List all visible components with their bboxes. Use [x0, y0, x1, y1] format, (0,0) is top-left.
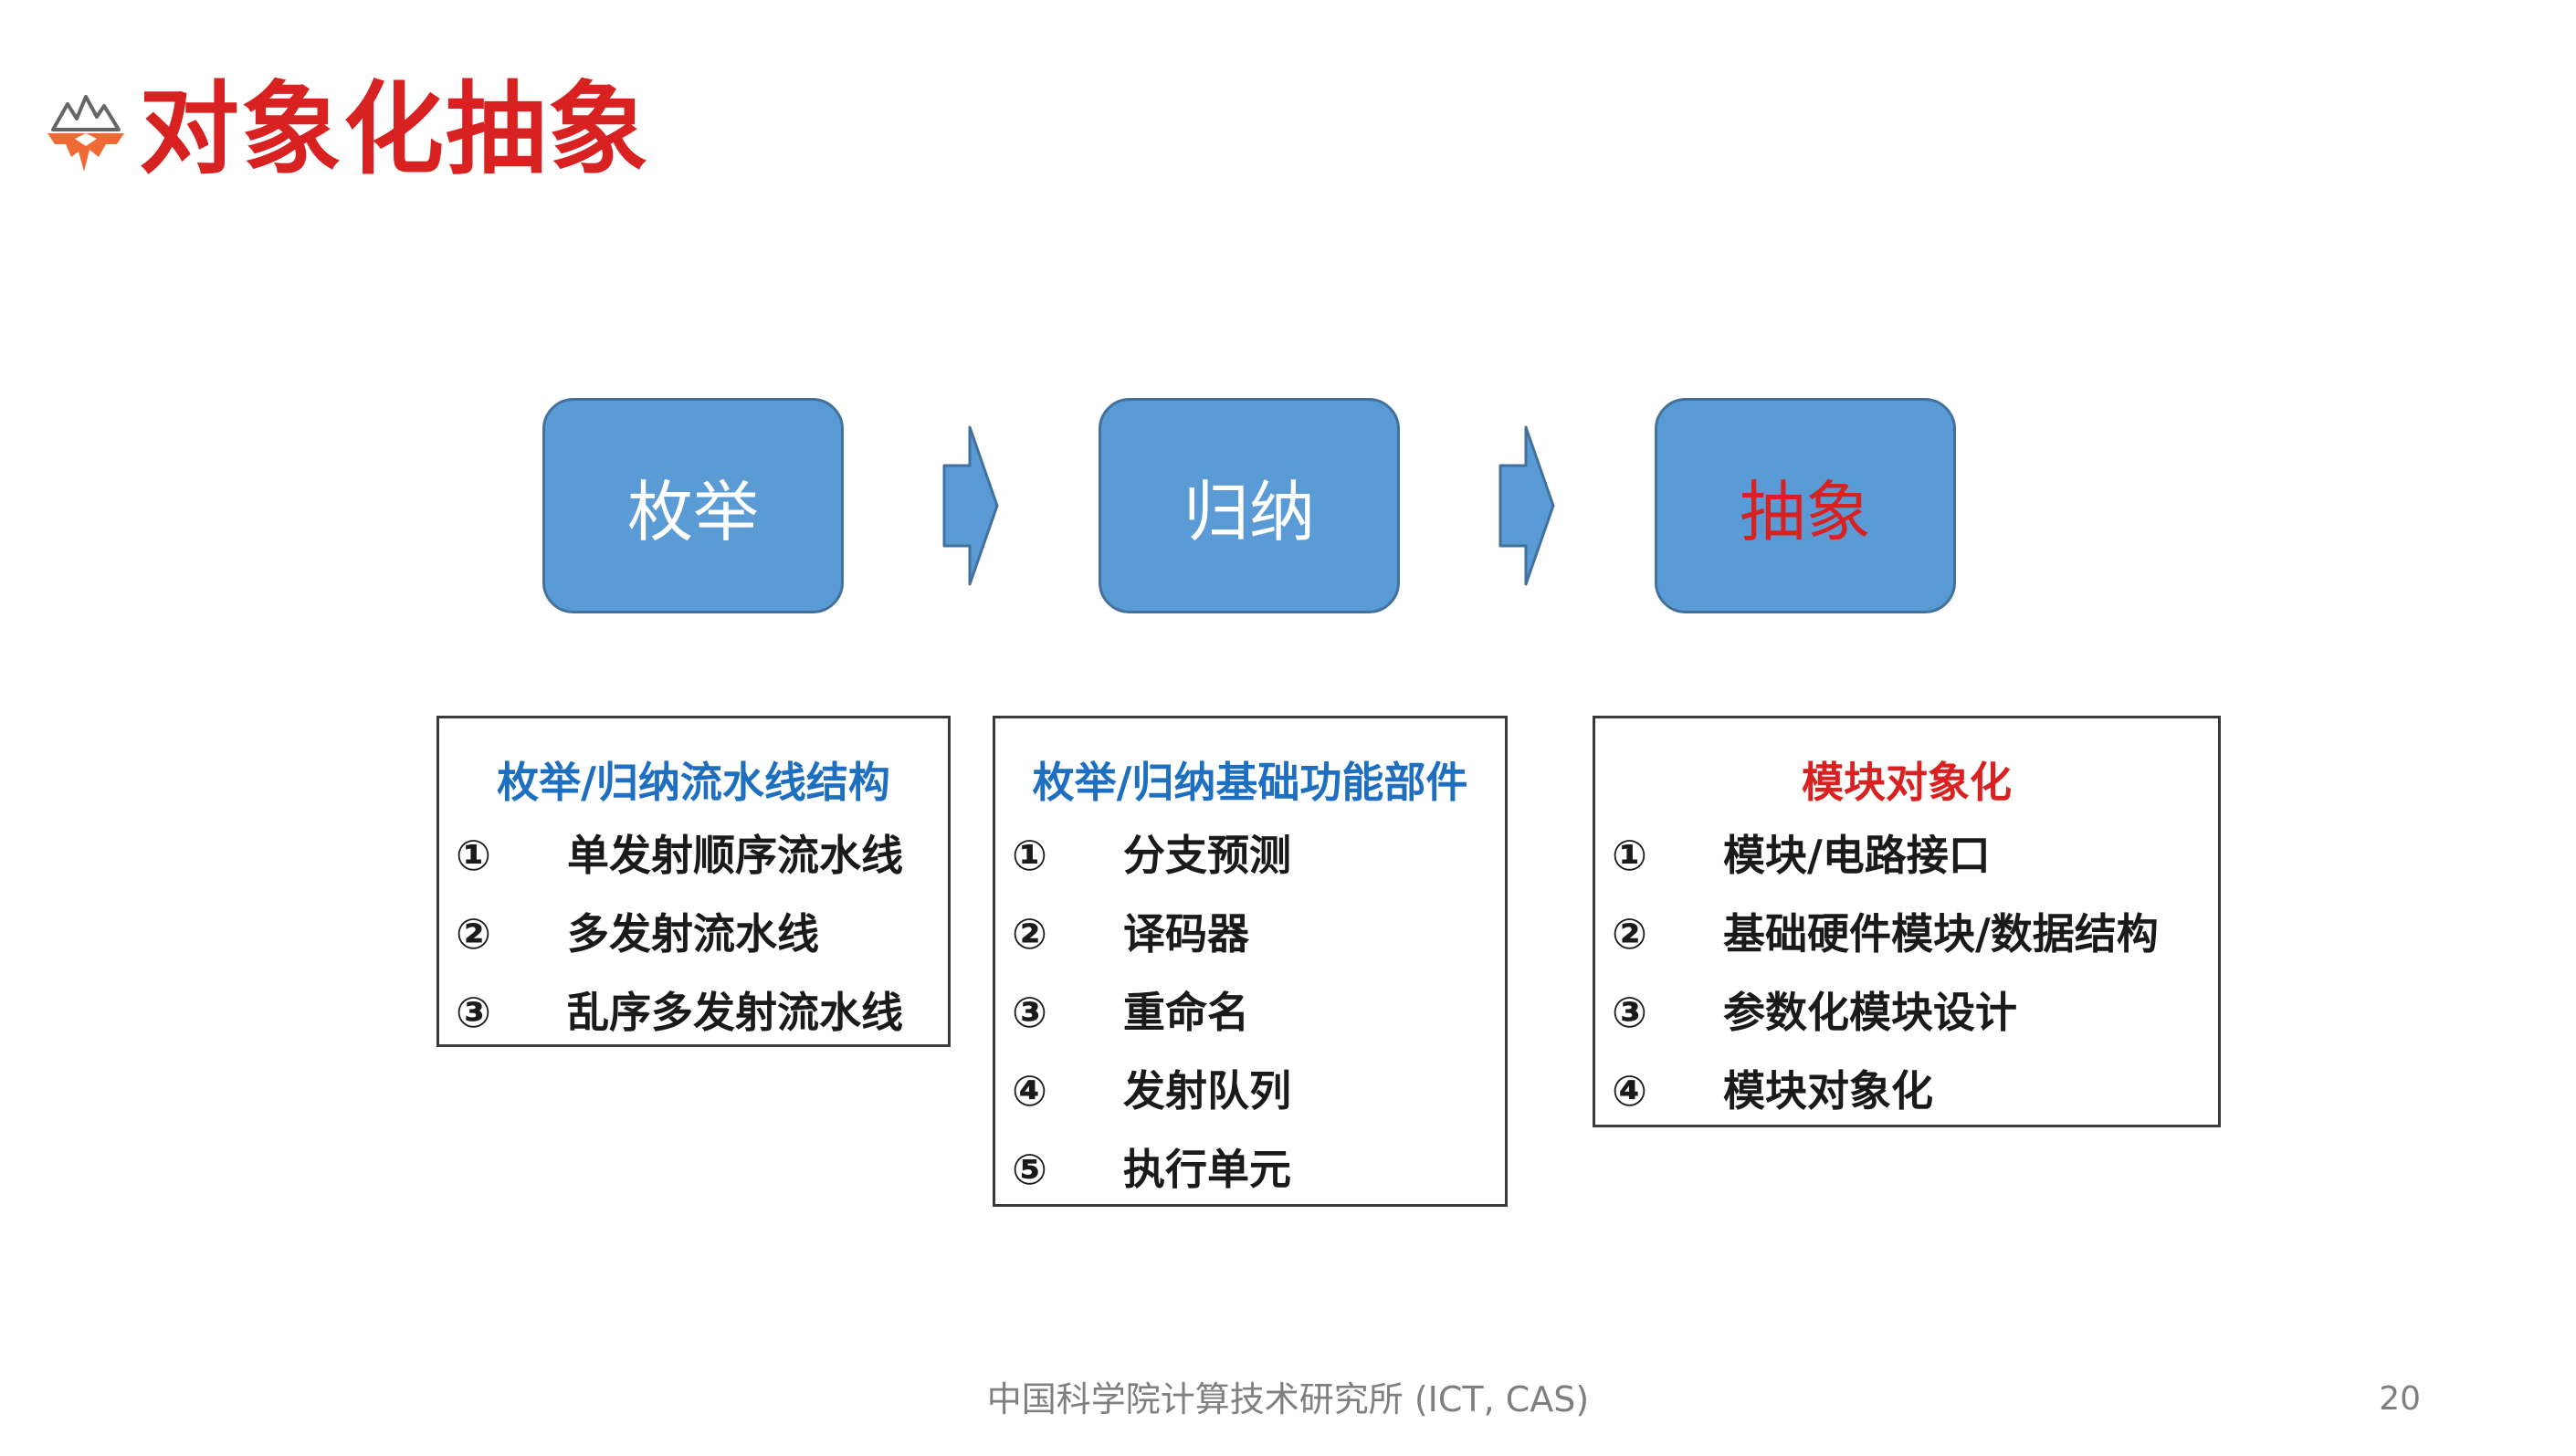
- detail-heading: 枚举/归纳基础功能部件: [1032, 758, 1468, 807]
- page-number: 20: [2379, 1380, 2421, 1418]
- item-text: 执行单元: [1123, 1145, 1291, 1194]
- item-text: 参数化模块设计: [1723, 988, 2017, 1037]
- detail-box-pipeline: 枚举/归纳流水线结构 ① 单发射顺序流水线 ② 多发射流水线 ③ 乱序多发射流水…: [436, 716, 951, 1047]
- list-item: ③ 参数化模块设计: [1595, 985, 2218, 1040]
- item-text: 模块/电路接口: [1723, 831, 1991, 880]
- detail-heading: 模块对象化: [1802, 758, 2012, 807]
- item-text: 译码器: [1123, 909, 1249, 958]
- flow-box-enumerate: 枚举: [542, 398, 844, 613]
- item-number: ①: [1012, 831, 1047, 880]
- item-text: 多发射流水线: [567, 909, 819, 958]
- list-item: ① 模块/电路接口: [1595, 828, 2218, 883]
- list-item: ③ 乱序多发射流水线: [439, 985, 948, 1040]
- logo-icon: [47, 91, 124, 173]
- item-number: ④: [1012, 1066, 1047, 1116]
- item-number: ④: [1612, 1066, 1647, 1116]
- flow-box-induce: 归纳: [1099, 398, 1400, 613]
- flow-box-label: 归纳: [1183, 473, 1315, 550]
- item-text: 乱序多发射流水线: [567, 988, 903, 1037]
- right-arrow-icon: [942, 425, 999, 586]
- list-item: ② 多发射流水线: [439, 906, 948, 961]
- right-arrow-icon: [1498, 425, 1555, 586]
- item-number: ③: [1012, 988, 1047, 1037]
- detail-heading: 枚举/归纳流水线结构: [497, 758, 890, 807]
- item-text: 重命名: [1123, 988, 1249, 1037]
- item-number: ③: [456, 988, 491, 1037]
- page-title: 对象化抽象: [139, 71, 650, 188]
- list-item: ⑤ 执行单元: [995, 1142, 1505, 1197]
- item-number: ①: [1612, 831, 1647, 880]
- detail-box-modules: 模块对象化 ① 模块/电路接口 ② 基础硬件模块/数据结构 ③ 参数化模块设计 …: [1593, 716, 2221, 1127]
- item-number: ②: [1612, 909, 1647, 958]
- item-text: 基础硬件模块/数据结构: [1723, 909, 2159, 958]
- flow-box-label: 枚举: [626, 473, 759, 550]
- item-text: 模块对象化: [1723, 1066, 1933, 1116]
- flow-box-label: 抽象: [1739, 473, 1871, 550]
- list-item: ② 译码器: [995, 906, 1505, 961]
- list-item: ④ 模块对象化: [1595, 1063, 2218, 1118]
- item-text: 分支预测: [1123, 831, 1291, 880]
- flow-box-abstract: 抽象: [1655, 398, 1956, 613]
- item-number: ③: [1612, 988, 1647, 1037]
- list-item: ③ 重命名: [995, 985, 1505, 1040]
- list-item: ④ 发射队列: [995, 1063, 1505, 1118]
- item-text: 单发射顺序流水线: [567, 831, 903, 880]
- detail-box-components: 枚举/归纳基础功能部件 ① 分支预测 ② 译码器 ③ 重命名 ④ 发射队列 ⑤ …: [993, 716, 1508, 1207]
- item-text: 发射队列: [1123, 1066, 1291, 1116]
- list-item: ① 分支预测: [995, 828, 1505, 883]
- list-item: ① 单发射顺序流水线: [439, 828, 948, 883]
- item-number: ②: [456, 909, 491, 958]
- item-number: ⑤: [1012, 1145, 1047, 1194]
- list-item: ② 基础硬件模块/数据结构: [1595, 906, 2218, 961]
- slide-footer: 中国科学院计算技术研究所 (ICT, CAS): [986, 1379, 1590, 1419]
- item-number: ②: [1012, 909, 1047, 958]
- item-number: ①: [456, 831, 491, 880]
